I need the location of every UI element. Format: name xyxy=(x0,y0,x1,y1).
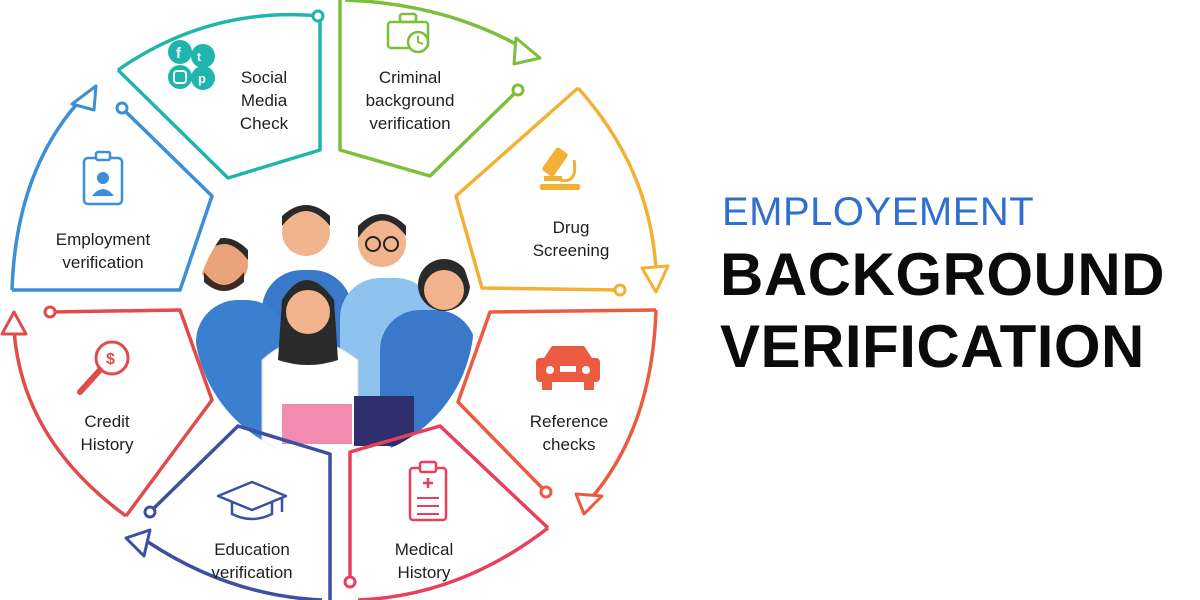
credit-label-line: History xyxy=(80,435,134,454)
social-media-label-line: Social xyxy=(240,68,288,87)
medical-endpoint xyxy=(343,575,357,589)
drug-arrowhead xyxy=(640,264,670,294)
reference-arc-outer xyxy=(586,309,658,504)
social-media-arc xyxy=(116,16,322,180)
svg-text:$: $ xyxy=(106,351,115,368)
credit-label: Credit History xyxy=(64,410,150,456)
employment-label: Employment verification xyxy=(40,228,166,274)
employment-label-line: Employment xyxy=(55,230,151,249)
social-media-label-line: Media xyxy=(240,91,288,110)
criminal-label-line: Criminal xyxy=(378,68,442,87)
education-arrowhead xyxy=(124,528,152,558)
employment-arc-outer xyxy=(10,94,86,291)
criminal-endpoint xyxy=(511,83,525,97)
reference-label-line: Reference xyxy=(529,412,609,431)
title-line-background: BACKGROUND xyxy=(720,241,1165,308)
title-line-verification: VERIFICATION xyxy=(720,313,1145,380)
drug-label-line: Screening xyxy=(532,241,610,260)
criminal-arrowhead xyxy=(512,36,542,66)
criminal-label: Criminal background verification xyxy=(350,66,470,135)
criminal-label-line: verification xyxy=(369,114,451,133)
briefcase-clock-icon xyxy=(386,12,430,54)
credit-label-line: Credit xyxy=(84,412,130,431)
education-label-line: verification xyxy=(211,563,293,582)
social-media-icon: f t p xyxy=(168,40,215,90)
education-arc-outer xyxy=(147,540,323,600)
criminal-arc xyxy=(338,0,520,178)
social-media-label: Social Media Check xyxy=(222,66,306,135)
medical-label-line: History xyxy=(397,563,451,582)
reference-label: Reference checks xyxy=(514,410,624,456)
team-illustration xyxy=(194,180,474,460)
svg-text:t: t xyxy=(197,50,201,64)
drug-label: Drug Screening xyxy=(518,216,624,262)
medical-label-line: Medical xyxy=(394,540,454,559)
reference-endpoint xyxy=(539,485,553,499)
id-badge-icon xyxy=(82,150,124,206)
employment-arc xyxy=(12,106,214,292)
credit-endpoint xyxy=(43,305,57,319)
reference-arc xyxy=(456,308,657,494)
education-arc xyxy=(148,424,332,600)
drug-arc-inner xyxy=(454,86,621,292)
employment-label-line: verification xyxy=(62,253,144,272)
criminal-arc-outer xyxy=(344,0,531,54)
credit-arrowhead xyxy=(0,310,28,336)
clipboard-icon xyxy=(408,460,448,522)
criminal-label-line: background xyxy=(365,91,455,110)
social-media-label-line: Check xyxy=(239,114,289,133)
medical-arc xyxy=(348,424,550,582)
education-label-line: Education xyxy=(214,540,290,559)
employment-endpoint xyxy=(115,101,129,115)
magnifier-dollar-icon: $ xyxy=(77,340,130,395)
reference-arrowhead xyxy=(574,492,604,516)
social-media-endpoint xyxy=(311,9,325,23)
drug-endpoint xyxy=(613,283,627,297)
education-endpoint xyxy=(143,505,157,519)
drug-label-line: Drug xyxy=(552,218,590,237)
education-label: Education verification xyxy=(196,538,308,584)
svg-text:p: p xyxy=(198,71,206,86)
svg-text:f: f xyxy=(176,45,182,62)
social-media-arc-outer xyxy=(117,12,321,72)
graduation-cap-icon xyxy=(216,480,288,521)
microscope-icon xyxy=(540,147,580,190)
employment-arrowhead xyxy=(70,84,98,112)
car-icon xyxy=(536,346,600,390)
title-line-employment: EMPLOYEMENT xyxy=(722,190,1035,234)
segment-arcs xyxy=(0,0,670,600)
credit-arc xyxy=(49,308,214,518)
credit-arc-outer xyxy=(12,329,128,518)
medical-label: Medical History xyxy=(376,538,472,584)
medical-arc-outer xyxy=(357,526,550,600)
drug-arc xyxy=(576,86,658,271)
reference-label-line: checks xyxy=(542,435,596,454)
